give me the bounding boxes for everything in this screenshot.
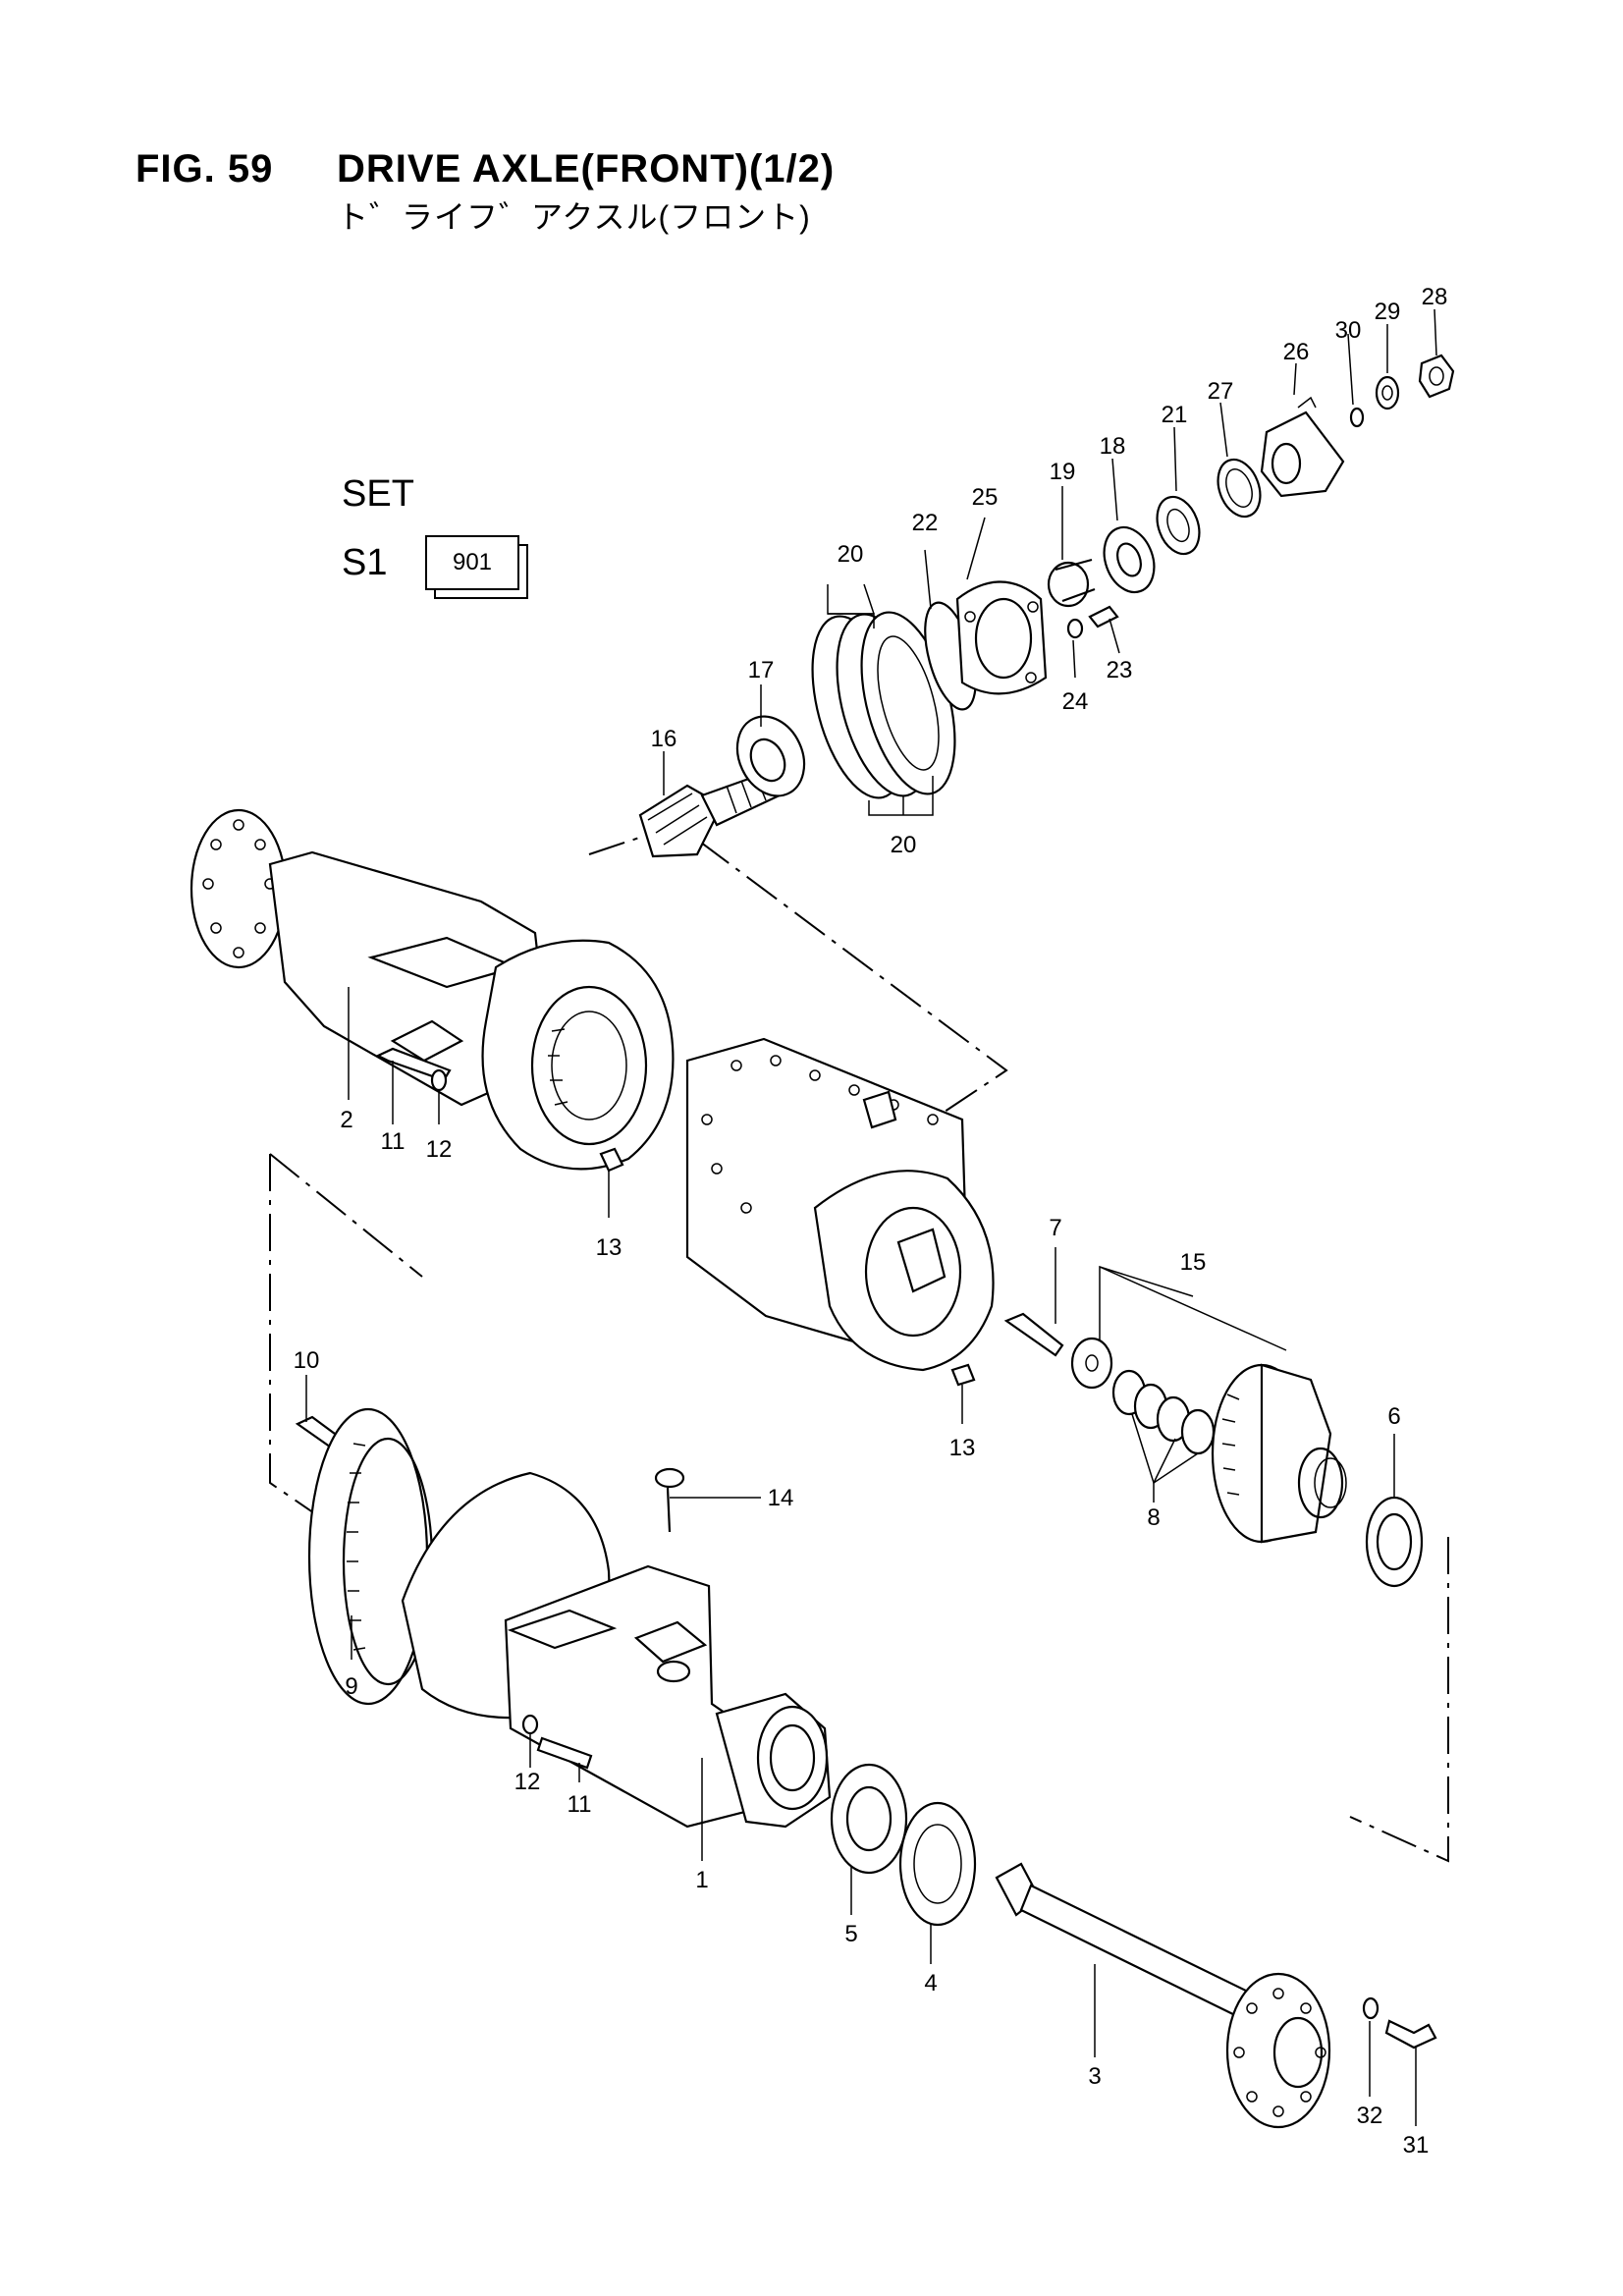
bolt-7 xyxy=(1003,1312,1064,1357)
dowel-pin-13-lower xyxy=(950,1363,976,1387)
leader-lines xyxy=(305,308,1437,2126)
callout-11-lower: 11 xyxy=(568,1791,592,1818)
axle-housing-2 xyxy=(189,808,675,1171)
callout-20-bottom: 20 xyxy=(891,832,917,858)
callout-3: 3 xyxy=(1088,2063,1101,2090)
callout-21: 21 xyxy=(1162,402,1188,428)
callout-26: 26 xyxy=(1283,339,1310,365)
callout-8: 8 xyxy=(1147,1504,1160,1531)
axle-housing-1 xyxy=(401,1471,832,1829)
o-ring-30 xyxy=(1349,407,1365,428)
bolt-31 xyxy=(1384,2019,1437,2050)
differential-case-15 xyxy=(1211,1363,1347,1544)
breather-14 xyxy=(654,1467,685,1533)
callout-19: 19 xyxy=(1050,459,1076,485)
callout-15: 15 xyxy=(1180,1249,1207,1276)
callout-10: 10 xyxy=(294,1347,320,1374)
callout-24: 24 xyxy=(1062,688,1089,715)
callout-7: 7 xyxy=(1049,1215,1061,1241)
callout-29: 29 xyxy=(1375,299,1401,325)
bearing-17 xyxy=(735,715,806,797)
callout-1: 1 xyxy=(695,1867,708,1893)
callout-13-lower: 13 xyxy=(949,1435,976,1461)
set-code: 901 xyxy=(452,549,493,575)
set-id-label: S1 xyxy=(342,542,388,583)
dowel-pin-13-upper xyxy=(599,1147,624,1173)
callout-12-upper: 12 xyxy=(426,1136,453,1163)
seal-21 xyxy=(1156,495,1201,556)
differential-carrier xyxy=(685,1037,995,1372)
ring-gear-9 xyxy=(307,1407,434,1706)
callout-9: 9 xyxy=(345,1673,357,1700)
callout-27: 27 xyxy=(1208,378,1234,405)
figure-number: FIG. 59 xyxy=(135,147,274,191)
set-code-box: 901 xyxy=(425,535,519,590)
callout-5: 5 xyxy=(844,1921,857,1947)
axle-shaft-3 xyxy=(995,1862,1331,2129)
callout-28: 28 xyxy=(1422,284,1448,310)
flange-26 xyxy=(1260,396,1345,498)
callout-18: 18 xyxy=(1100,433,1126,460)
callout-12-lower: 12 xyxy=(514,1769,541,1795)
callout-22: 22 xyxy=(912,510,939,536)
seal-27 xyxy=(1217,458,1262,519)
callout-17: 17 xyxy=(748,657,775,683)
callout-14: 14 xyxy=(768,1485,794,1511)
callout-2: 2 xyxy=(340,1107,352,1133)
figure-title: DRIVE AXLE(FRONT)(1/2) xyxy=(337,147,836,191)
callout-13-upper: 13 xyxy=(596,1234,622,1261)
spacer-19 xyxy=(1047,558,1096,608)
bolt-23-washer-24 xyxy=(1066,605,1119,639)
callout-6: 6 xyxy=(1387,1403,1400,1430)
figure-subtitle: ト゛ライフ゛アクスル(フロント) xyxy=(337,199,811,235)
cover-25 xyxy=(955,580,1048,695)
nut-28 xyxy=(1418,354,1455,399)
callout-32: 32 xyxy=(1357,2103,1383,2129)
shim-4 xyxy=(898,1801,977,1927)
callout-11-upper: 11 xyxy=(381,1128,406,1155)
callout-16: 16 xyxy=(651,726,677,752)
washer-32 xyxy=(1362,1996,1380,2020)
callout-4: 4 xyxy=(924,1970,937,1996)
washer-29 xyxy=(1375,375,1400,410)
set-label: SET xyxy=(342,473,414,515)
callout-23: 23 xyxy=(1107,657,1133,683)
callout-20-top: 20 xyxy=(838,541,864,568)
washer-15 xyxy=(1070,1337,1113,1390)
bearing-18 xyxy=(1103,525,1156,594)
thrust-washers-8 xyxy=(1111,1369,1216,1455)
callout-30: 30 xyxy=(1335,317,1362,344)
seal-6 xyxy=(1365,1496,1424,1588)
callout-31: 31 xyxy=(1403,2132,1430,2159)
seal-5 xyxy=(830,1763,908,1875)
callout-25: 25 xyxy=(972,484,999,511)
shim-plates-20 xyxy=(811,611,956,799)
callout-numbers: 16 17 20 20 22 25 19 18 21 27 26 30 29 2… xyxy=(294,284,1448,2159)
